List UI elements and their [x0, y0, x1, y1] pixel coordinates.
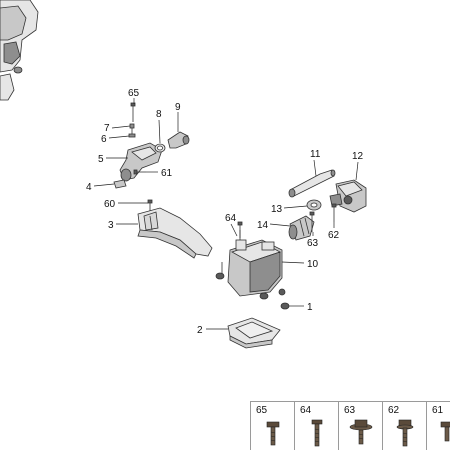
- bolt-part-63: [309, 211, 315, 232]
- fastener-cell-61: 61: [426, 401, 450, 450]
- seal-ring-part-8: [154, 143, 166, 153]
- fastener-number: 61: [432, 405, 444, 416]
- callout-4: 4: [86, 182, 92, 193]
- clip-part-4: [113, 179, 127, 189]
- callout-64: 64: [225, 213, 237, 224]
- hose-part-9: [167, 131, 190, 149]
- callout-65: 65: [128, 88, 140, 99]
- callout-1: 1: [307, 302, 313, 313]
- leader-lines: [93, 98, 359, 330]
- fastener-number: 62: [388, 405, 400, 416]
- fastener-cell-65: 65: [250, 401, 294, 450]
- callout-3: 3: [108, 220, 114, 231]
- callout-62: 62: [328, 230, 340, 241]
- callout-9: 9: [175, 102, 181, 113]
- fastener-cell-62: 62: [382, 401, 426, 450]
- callout-13: 13: [271, 204, 283, 215]
- stud-bolt-icon: [311, 419, 323, 447]
- callout-8: 8: [156, 109, 162, 120]
- callout-14: 14: [257, 220, 269, 231]
- callout-5: 5: [98, 154, 104, 165]
- screw-part-65: [130, 102, 136, 122]
- bolt-part-61: [133, 169, 146, 175]
- callout-6: 6: [101, 134, 107, 145]
- callout-labels: 65 7 6 5 8 9 61 4 60 3 64 11 12 13 14 62…: [86, 88, 364, 336]
- bolt-part-1: [280, 302, 290, 310]
- resonator-part-12: [329, 179, 367, 213]
- air-duct-part-3: [137, 207, 213, 259]
- callout-11: 11: [310, 149, 321, 160]
- callout-7: 7: [104, 123, 110, 134]
- fastener-number: 63: [344, 405, 356, 416]
- fastener-number: 65: [256, 405, 268, 416]
- callout-12: 12: [352, 151, 364, 162]
- clamp-part-13: [306, 199, 322, 211]
- air-filter-housing-part-10: [215, 230, 286, 300]
- fastener-cell-63: 63: [338, 401, 382, 450]
- engine-component-partial: [0, 0, 39, 101]
- callout-61: 61: [161, 168, 173, 179]
- bolt-part-62: [331, 203, 337, 222]
- intake-boot-part-14: [288, 215, 315, 241]
- fastener-cell-64: 64: [294, 401, 338, 450]
- fastener-number: 64: [300, 405, 312, 416]
- bolt-part-7: [129, 123, 135, 134]
- hose-part-11: [288, 169, 336, 198]
- hex-bolt-icon: [266, 421, 280, 446]
- callout-2: 2: [197, 325, 203, 336]
- clamp-part-6: [128, 133, 136, 138]
- bolt-part-64: [237, 221, 243, 238]
- bolt-icon: [440, 421, 450, 442]
- fastener-table: 65 64 63 62: [250, 401, 450, 450]
- hex-bolt-icon: [396, 419, 414, 447]
- air-filter-element-part-2: [227, 317, 281, 349]
- callout-63: 63: [307, 238, 319, 249]
- flange-bolt-icon: [349, 419, 373, 445]
- callout-10: 10: [307, 259, 319, 270]
- intake-pipe-part-5: [119, 142, 163, 182]
- callout-60: 60: [104, 199, 116, 210]
